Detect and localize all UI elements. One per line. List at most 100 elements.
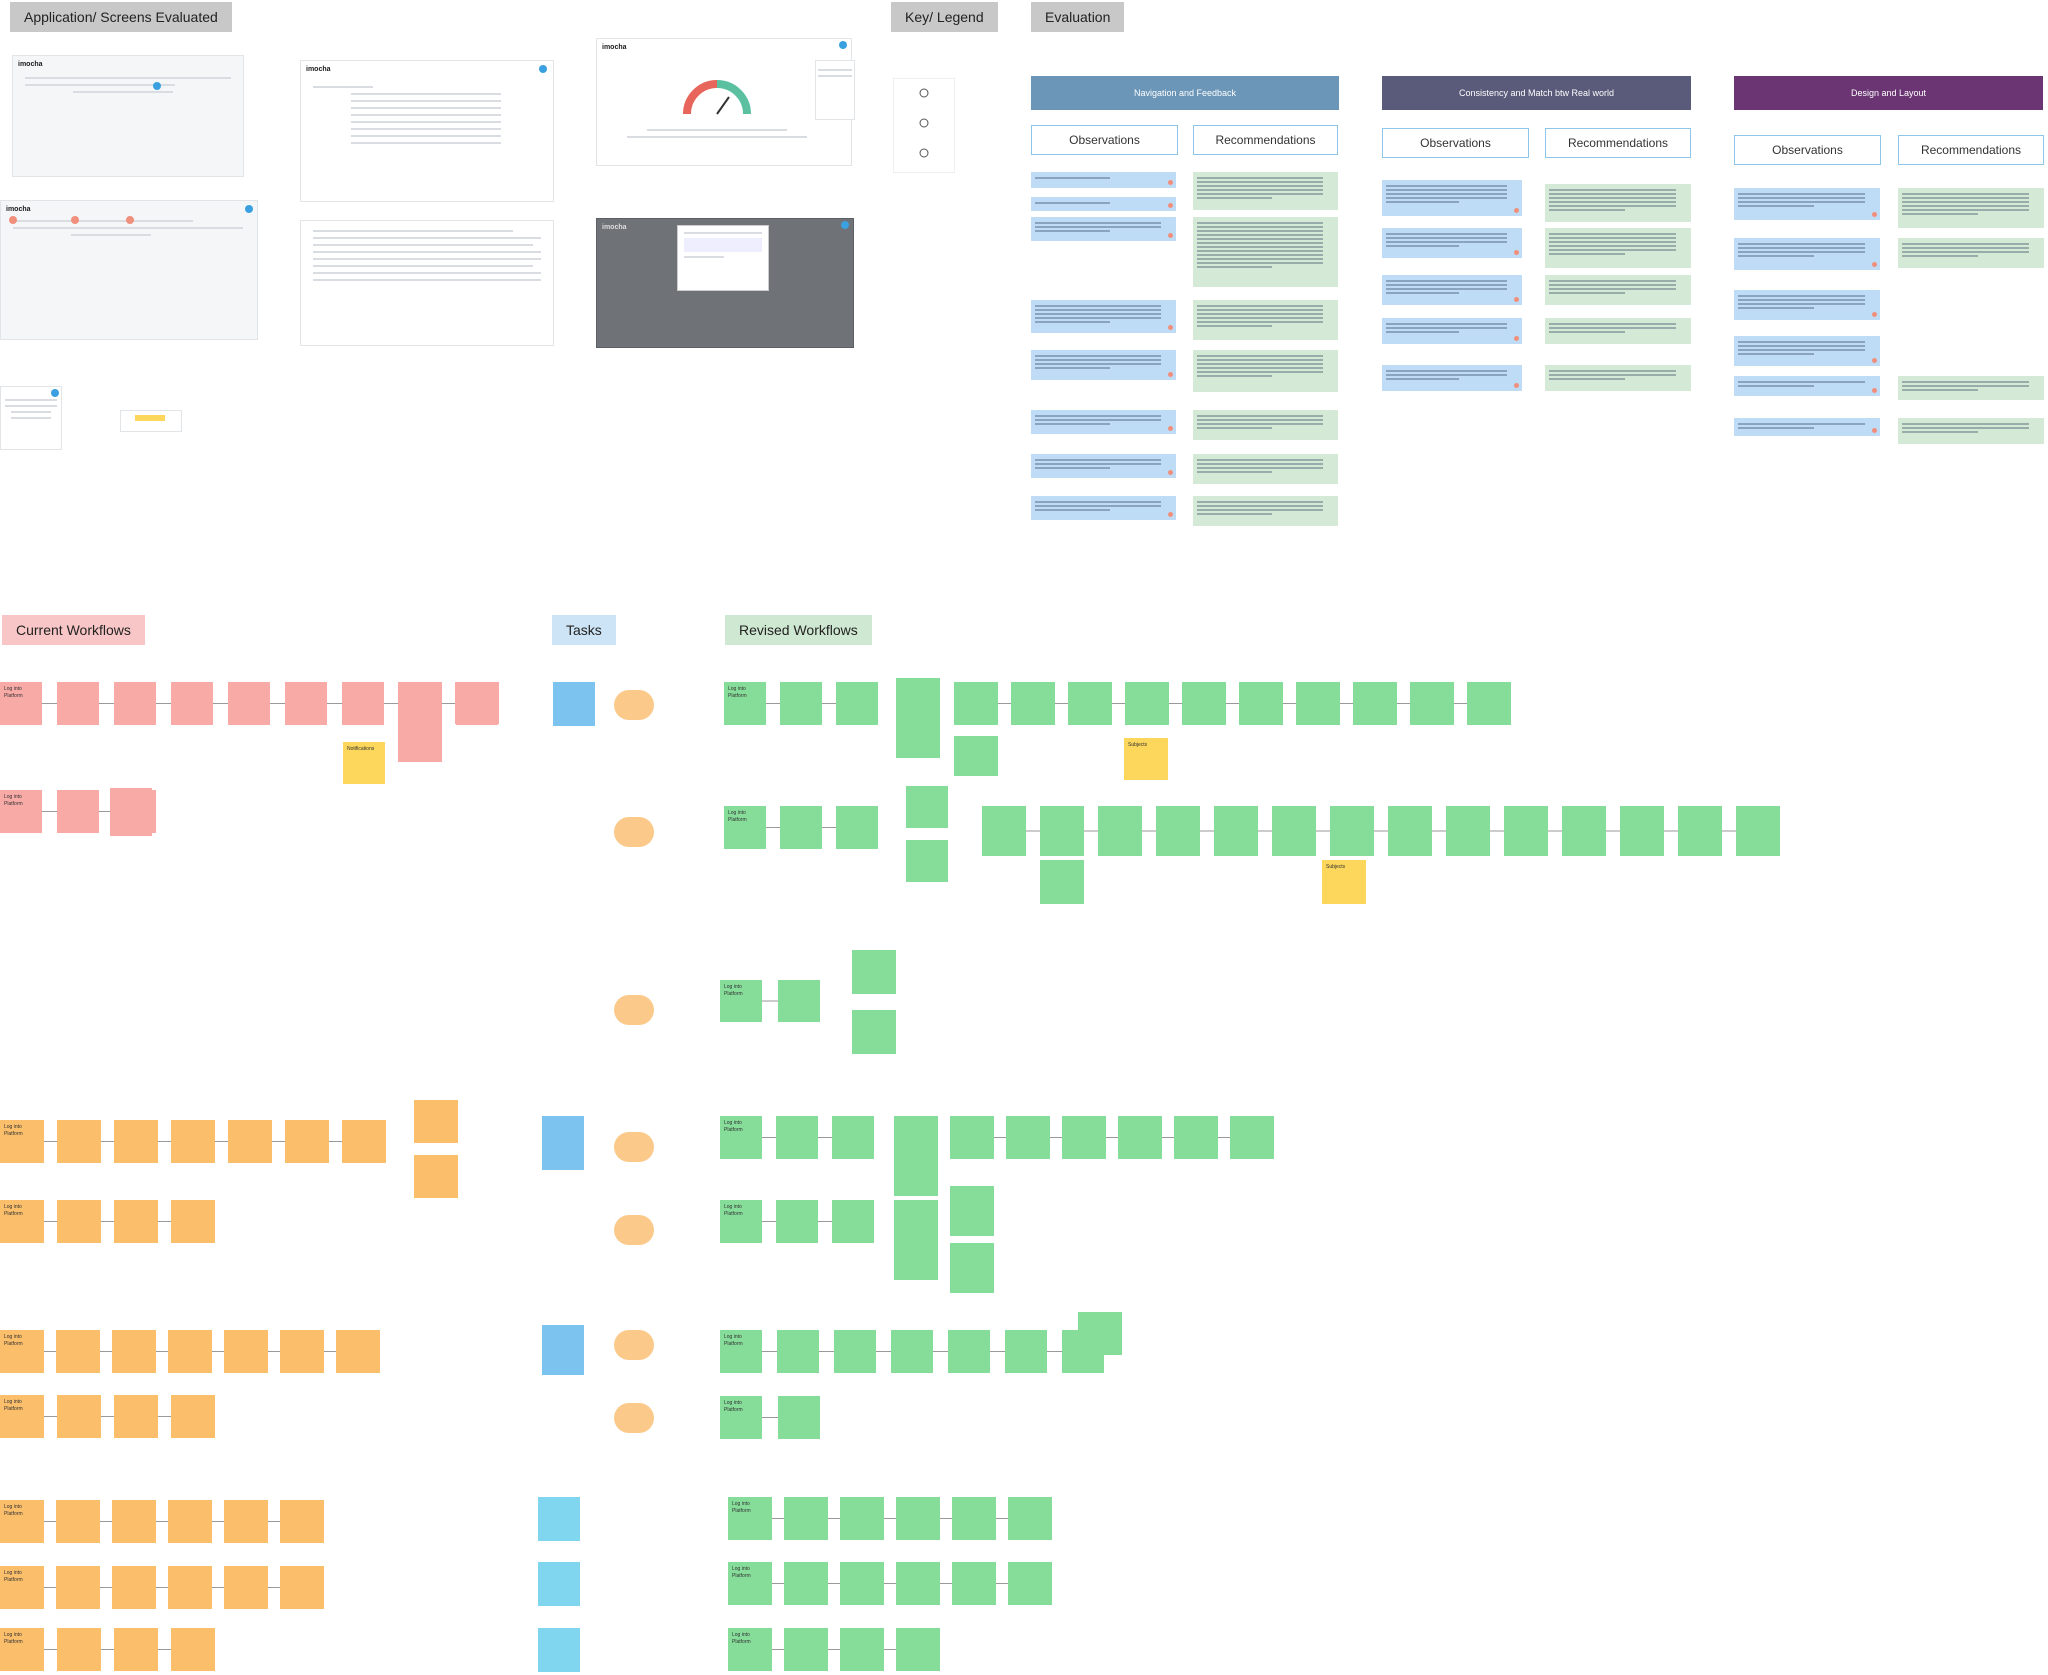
workflow-sticky-note[interactable] (228, 682, 270, 725)
workflow-sticky-note[interactable] (840, 1562, 884, 1605)
workflow-sticky-note[interactable] (455, 682, 499, 724)
workflow-sticky-note[interactable] (896, 1497, 940, 1540)
workflow-sticky-note[interactable] (1040, 806, 1084, 856)
workflow-sticky-note[interactable] (834, 1330, 876, 1373)
workflow-sticky-note[interactable]: Log into Platform (720, 1116, 762, 1159)
workflow-sticky-note[interactable] (57, 682, 99, 725)
workflow-sticky-note[interactable] (285, 1120, 329, 1163)
workflow-sticky-note[interactable] (1230, 1116, 1274, 1159)
workflow-sticky-note[interactable] (336, 1330, 380, 1373)
workflow-sticky-note[interactable] (906, 840, 948, 882)
workflow-sticky-note[interactable]: Log into Platform (0, 1120, 44, 1163)
workflow-sticky-note[interactable]: Log into Platform (0, 1330, 44, 1373)
workflow-sticky-note[interactable] (168, 1500, 212, 1543)
workflow-sticky-note[interactable] (778, 1396, 820, 1439)
workflow-sticky-note[interactable] (1011, 682, 1055, 725)
workflow-sticky-note[interactable] (114, 1628, 158, 1671)
workflow-sticky-note[interactable] (114, 682, 156, 725)
workflow-sticky-note[interactable] (832, 1200, 874, 1243)
workflow-sticky-note[interactable] (168, 1330, 212, 1373)
workflow-sticky-note[interactable] (1736, 806, 1780, 856)
workflow-sticky-note[interactable] (168, 1566, 212, 1609)
workflow-sticky-note[interactable] (112, 1566, 156, 1609)
workflow-sticky-note[interactable] (414, 1155, 458, 1198)
workflow-sticky-note[interactable]: Log into Platform (0, 1395, 44, 1438)
workflow-sticky-note[interactable]: Log into Platform (0, 682, 42, 725)
task-sticky-note[interactable] (538, 1628, 580, 1672)
workflow-sticky-note[interactable]: Log into Platform (0, 1628, 44, 1671)
workflow-sticky-note[interactable]: Log into Platform (0, 790, 42, 833)
workflow-sticky-note[interactable] (778, 980, 820, 1022)
workflow-sticky-note[interactable] (894, 1200, 938, 1280)
workflow-sticky-note[interactable] (110, 788, 152, 836)
workflow-sticky-note[interactable] (906, 786, 948, 828)
workflow-sticky-note[interactable] (780, 682, 822, 725)
workflow-sticky-note[interactable] (1008, 1497, 1052, 1540)
workflow-sticky-note[interactable] (1410, 682, 1454, 725)
workflow-sticky-note[interactable] (114, 1120, 158, 1163)
workflow-sticky-note[interactable] (852, 1010, 896, 1054)
workflow-sticky-note[interactable] (1467, 682, 1511, 725)
workflow-sticky-note[interactable]: Subjects (1124, 738, 1168, 780)
workflow-sticky-note[interactable] (954, 736, 998, 776)
workflow-sticky-note[interactable] (784, 1497, 828, 1540)
workflow-sticky-note[interactable]: Subjects (1322, 860, 1366, 904)
workflow-sticky-note[interactable]: Log into Platform (0, 1566, 44, 1609)
workflow-sticky-note[interactable] (891, 1330, 933, 1373)
workflow-sticky-note[interactable] (1005, 1330, 1047, 1373)
workflow-sticky-note[interactable] (840, 1628, 884, 1671)
workflow-sticky-note[interactable] (950, 1243, 994, 1293)
workflow-sticky-note[interactable] (948, 1330, 990, 1373)
workflow-sticky-note[interactable] (171, 682, 213, 725)
workflow-sticky-note[interactable] (1125, 682, 1169, 725)
workflow-sticky-note[interactable] (896, 678, 940, 758)
workflow-sticky-note[interactable]: Log into Platform (724, 682, 766, 725)
workflow-sticky-note[interactable]: Log into Platform (720, 1200, 762, 1243)
workflow-sticky-note[interactable] (952, 1497, 996, 1540)
workflow-sticky-note[interactable] (1078, 1312, 1122, 1355)
workflow-sticky-note[interactable] (1118, 1116, 1162, 1159)
task-pill[interactable] (614, 1403, 654, 1433)
workflow-sticky-note[interactable] (1296, 682, 1340, 725)
task-sticky-note[interactable] (542, 1116, 584, 1170)
workflow-sticky-note[interactable] (1446, 806, 1490, 856)
workflow-sticky-note[interactable] (1098, 806, 1142, 856)
workflow-sticky-note[interactable] (224, 1566, 268, 1609)
workflow-sticky-note[interactable] (832, 1116, 874, 1159)
workflow-sticky-note[interactable] (950, 1186, 994, 1236)
workflow-sticky-note[interactable] (896, 1628, 940, 1671)
workflow-sticky-note[interactable] (1388, 806, 1432, 856)
workflow-sticky-note[interactable] (1678, 806, 1722, 856)
workflow-sticky-note[interactable] (1620, 806, 1664, 856)
task-pill[interactable] (614, 1330, 654, 1360)
workflow-sticky-note[interactable] (280, 1500, 324, 1543)
workflow-sticky-note[interactable] (1562, 806, 1606, 856)
task-pill[interactable] (614, 1132, 654, 1162)
workflow-sticky-note[interactable] (171, 1200, 215, 1243)
workflow-sticky-note[interactable] (784, 1628, 828, 1671)
workflow-sticky-note[interactable]: Log into Platform (724, 806, 766, 849)
workflow-sticky-note[interactable] (1040, 860, 1084, 904)
workflow-sticky-note[interactable] (414, 1100, 458, 1143)
workflow-sticky-note[interactable] (112, 1330, 156, 1373)
task-sticky-note[interactable] (542, 1325, 584, 1375)
task-sticky-note[interactable] (538, 1497, 580, 1541)
workflow-sticky-note[interactable] (280, 1566, 324, 1609)
workflow-sticky-note[interactable] (57, 1120, 101, 1163)
workflow-sticky-note[interactable] (852, 950, 896, 994)
workflow-sticky-note[interactable] (57, 790, 99, 833)
workflow-sticky-note[interactable]: Log into Platform (728, 1628, 772, 1671)
workflow-sticky-note[interactable] (982, 806, 1026, 856)
workflow-sticky-note[interactable]: Log into Platform (0, 1500, 44, 1543)
workflow-sticky-note[interactable] (171, 1628, 215, 1671)
task-pill[interactable] (614, 995, 654, 1025)
workflow-sticky-note[interactable] (57, 1200, 101, 1243)
workflow-sticky-note[interactable] (224, 1500, 268, 1543)
task-pill[interactable] (614, 1215, 654, 1245)
workflow-sticky-note[interactable] (1330, 806, 1374, 856)
workflow-sticky-note[interactable] (228, 1120, 272, 1163)
workflow-sticky-note[interactable]: Log into Platform (0, 1200, 44, 1243)
workflow-sticky-note[interactable] (777, 1330, 819, 1373)
workflow-sticky-note[interactable] (1214, 806, 1258, 856)
workflow-sticky-note[interactable] (171, 1120, 215, 1163)
